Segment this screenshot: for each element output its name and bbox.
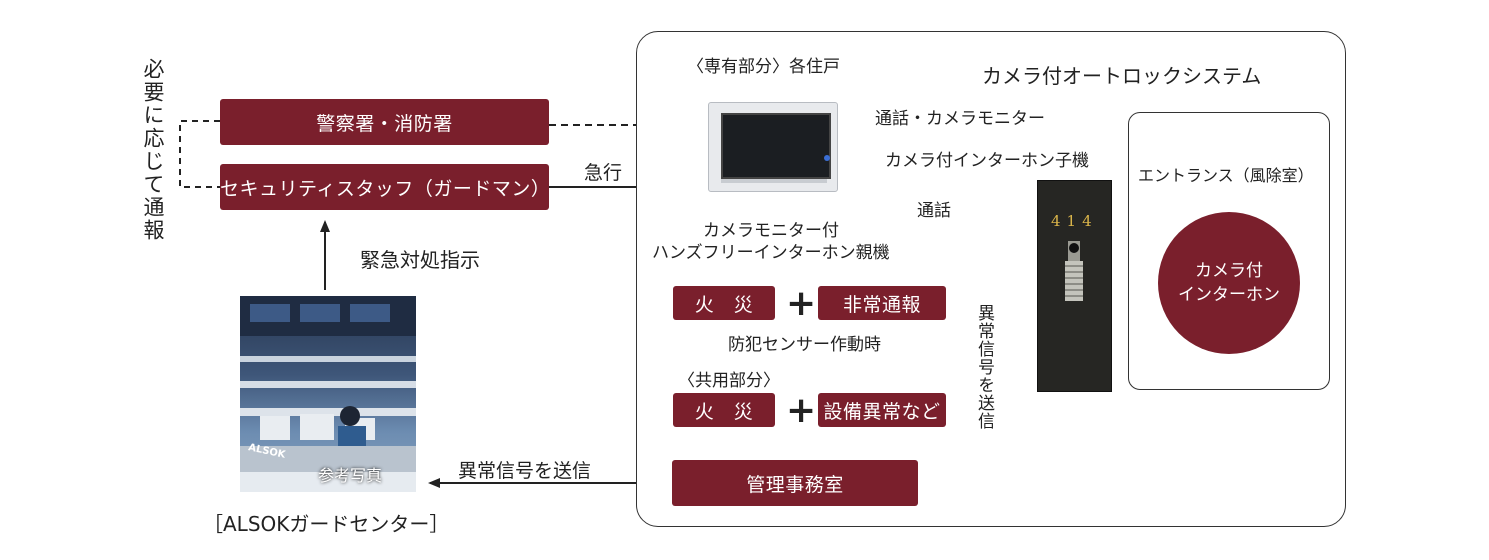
emergency-instruction-label: 緊急対処指示 — [360, 248, 480, 272]
crime-sensor-label: 防犯センサー作動時 — [728, 335, 881, 355]
entrance-box — [1128, 112, 1330, 390]
camera-intercom-line1: カメラ付 — [1195, 261, 1263, 281]
system-title: カメラ付オートロックシステム — [982, 64, 1262, 88]
monitor-label-2: ハンズフリーインターホン親機 — [652, 243, 890, 263]
keypad-icon — [1065, 261, 1083, 301]
sub-unit-label: カメラ付インターホン子機 — [885, 151, 1089, 171]
monitor-button-strip — [721, 179, 827, 183]
monitor-led-icon — [824, 155, 830, 161]
control-center-photo: ALSOK 参考写真 — [240, 296, 416, 492]
monitor-label-1: カメラモニター付 — [703, 221, 839, 241]
photo-illustration — [240, 296, 416, 492]
reference-photo-label: 参考写真 — [318, 466, 383, 485]
monitor-screen — [721, 113, 831, 179]
security-staff-box: セキュリティスタッフ（ガードマン） — [220, 164, 550, 210]
entrance-label: エントランス（風除室） — [1138, 166, 1314, 185]
plus-icon-2: + — [786, 390, 817, 431]
emergency-report-box: 非常通報 — [818, 286, 946, 320]
camera-intercom-circle: カメラ付 インターホン — [1158, 212, 1300, 354]
police-fire-box: 警察署・消防署 — [220, 99, 549, 145]
alsok-center-label: ［ALSOKガードセンター］ — [203, 512, 450, 536]
plus-icon-1: + — [786, 283, 817, 324]
common-part-label: 〈共用部分〉 — [678, 371, 780, 391]
talk-label: 通話 — [917, 201, 951, 221]
fire-box-2: 火 災 — [673, 393, 775, 427]
intercom-sub-unit: 414 — [1037, 180, 1112, 392]
monitor-device — [708, 102, 838, 192]
private-part-label: 〈専有部分〉各住戸 — [687, 57, 840, 77]
fire-box-1: 火 災 — [673, 286, 775, 320]
notify-if-needed-label: 必要に応じて通報 — [141, 58, 165, 242]
talk-camera-label: 通話・カメラモニター — [875, 109, 1045, 129]
rush-label: 急行 — [584, 162, 623, 184]
equipment-abnormal-box: 設備異常など — [818, 393, 946, 427]
send-abnormal-label: 異常信号を送信 — [458, 460, 592, 482]
dashed-bracket — [179, 120, 220, 188]
room-number: 414 — [1051, 212, 1098, 230]
camera-intercom-line2: インターホン — [1178, 285, 1280, 305]
management-office-box: 管理事務室 — [672, 460, 918, 506]
vertical-send-label: 異常信号を送信 — [974, 304, 994, 430]
lens-icon — [1069, 243, 1079, 253]
